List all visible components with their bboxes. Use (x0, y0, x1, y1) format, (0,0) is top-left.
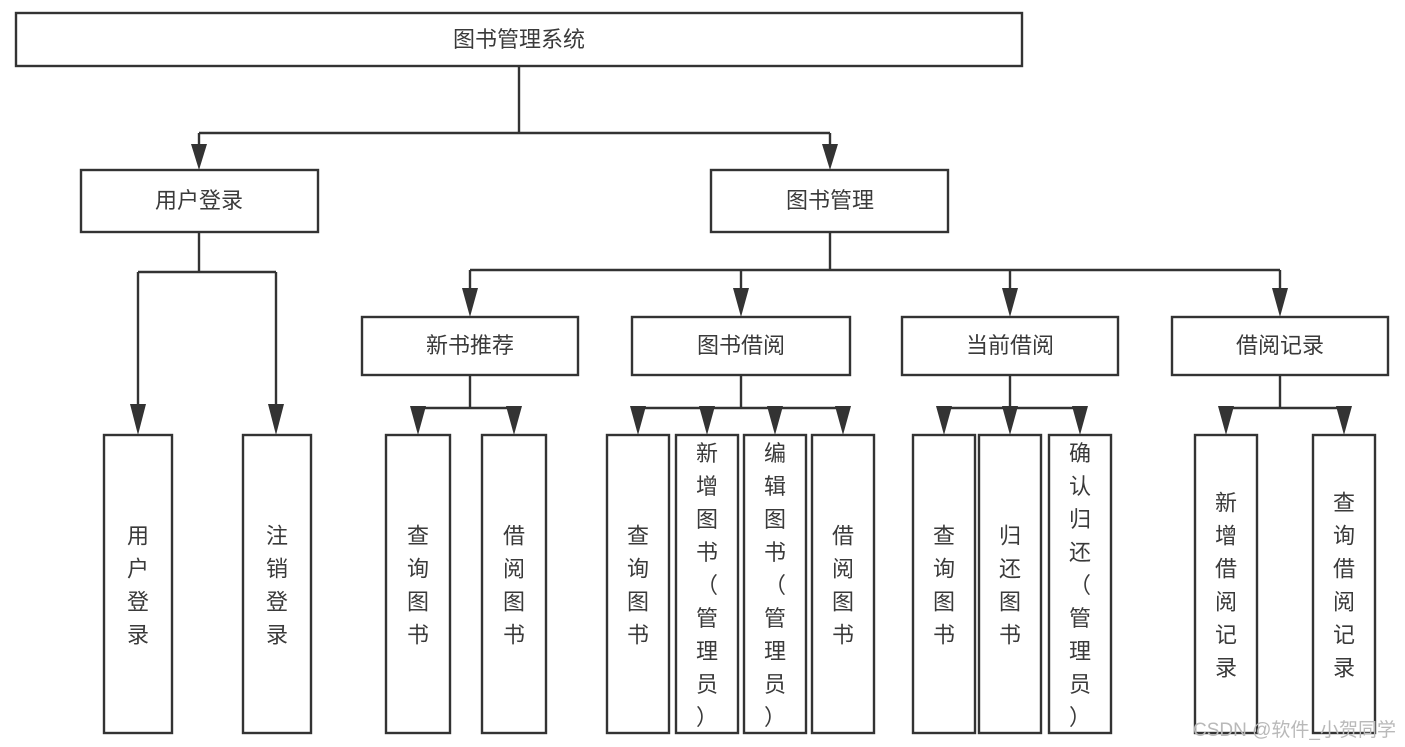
node-leaf-add-record-box[interactable] (1193, 433, 1259, 735)
node-leaf-return-book-label: 归还图书 (999, 524, 1021, 648)
node-leaf-query-record-label: 查询借阅记录 (1333, 491, 1355, 681)
arrow-head-user-login (191, 144, 207, 170)
node-current-borrow-box[interactable] (900, 315, 1120, 377)
node-leaf-user-login-box[interactable] (102, 433, 174, 735)
node-root-label: 图书管理系统 (453, 27, 585, 52)
arrow-head-leaf-query-book-2 (630, 406, 646, 435)
node-leaf-query-book-2-box[interactable] (605, 433, 671, 735)
node-user-login-label: 用户登录 (155, 188, 243, 213)
node-leaf-return-book-box[interactable] (977, 433, 1043, 735)
node-leaf-add-book[interactable]: 新增图书（管理员） (674, 433, 740, 735)
node-leaf-query-record-box[interactable] (1311, 433, 1377, 735)
node-leaf-logout-label: 注销登录 (266, 524, 288, 648)
node-user-login-box[interactable] (79, 168, 320, 234)
node-leaf-logout[interactable]: 注销登录 (241, 433, 313, 735)
arrow-head-leaf-borrow-book-1 (506, 406, 522, 435)
node-borrow-record-box[interactable] (1170, 315, 1390, 377)
arrow-head-leaf-edit-book (767, 406, 783, 435)
node-leaf-borrow-book-1[interactable]: 借阅图书 (480, 433, 548, 735)
node-new-book-recommend[interactable]: 新书推荐 (360, 315, 580, 377)
node-current-borrow[interactable]: 当前借阅 (900, 315, 1120, 377)
node-leaf-borrow-book-2-box[interactable] (810, 433, 876, 735)
node-user-login[interactable]: 用户登录 (79, 168, 320, 234)
node-leaf-query-book-2[interactable]: 查询图书 (605, 433, 671, 735)
arrow-head-leaf-confirm-return (1072, 406, 1088, 435)
arrow-head-leaf-add-record (1218, 406, 1234, 435)
arrow-head-leaf-query-book-3 (936, 406, 952, 435)
arrow-head-current-borrow (1002, 288, 1018, 317)
arrow-head-borrow-record (1272, 288, 1288, 317)
node-book-borrow[interactable]: 图书借阅 (630, 315, 852, 377)
node-borrow-record-label: 借阅记录 (1236, 333, 1324, 358)
node-leaf-user-login[interactable]: 用户登录 (102, 433, 174, 735)
node-borrow-record[interactable]: 借阅记录 (1170, 315, 1390, 377)
arrow-head-leaf-return-book (1002, 406, 1018, 435)
node-leaf-query-book-1-box[interactable] (384, 433, 452, 735)
arrow-head-book-manage (822, 144, 838, 170)
node-book-borrow-box[interactable] (630, 315, 852, 377)
node-leaf-return-book[interactable]: 归还图书 (977, 433, 1043, 735)
node-leaf-user-login-label: 用户登录 (127, 524, 149, 648)
node-leaf-confirm-return-label: 确认归还（管理员） (1069, 441, 1091, 730)
node-root-box[interactable] (14, 11, 1024, 68)
arrow-head-leaf-query-book-1 (410, 406, 426, 435)
node-leaf-query-book-3[interactable]: 查询图书 (911, 433, 977, 735)
arrow-head-leaf-add-book (699, 406, 715, 435)
node-leaf-add-record-label: 新增借阅记录 (1215, 491, 1237, 681)
node-book-manage-box[interactable] (709, 168, 950, 234)
node-leaf-edit-book-box[interactable] (742, 433, 808, 735)
node-leaf-edit-book-label: 编辑图书（管理员） (764, 441, 786, 730)
node-leaf-edit-book[interactable]: 编辑图书（管理员） (742, 433, 808, 735)
node-leaf-query-book-1-label: 查询图书 (407, 524, 429, 648)
node-new-book-recommend-box[interactable] (360, 315, 580, 377)
node-book-borrow-label: 图书借阅 (697, 333, 785, 358)
node-leaf-borrow-book-2[interactable]: 借阅图书 (810, 433, 876, 735)
node-current-borrow-label: 当前借阅 (966, 333, 1054, 358)
node-leaf-confirm-return[interactable]: 确认归还（管理员） (1047, 433, 1113, 735)
node-leaf-borrow-book-2-label: 借阅图书 (832, 524, 854, 648)
arrow-head-leaf-query-record (1336, 406, 1352, 435)
node-leaf-borrow-book-1-label: 借阅图书 (503, 524, 525, 648)
arrow-head-new-book-recommend (462, 288, 478, 317)
node-book-manage[interactable]: 图书管理 (709, 168, 950, 234)
connector-layer (130, 66, 1352, 435)
node-leaf-query-book-3-label: 查询图书 (933, 524, 955, 648)
node-leaf-logout-box[interactable] (241, 433, 313, 735)
arrow-head-book-borrow (733, 288, 749, 317)
node-leaf-confirm-return-box[interactable] (1047, 433, 1113, 735)
node-book-manage-label: 图书管理 (786, 188, 874, 213)
node-leaf-query-book-1[interactable]: 查询图书 (384, 433, 452, 735)
arrow-head-leaf-user-login (130, 404, 146, 435)
node-leaf-add-book-box[interactable] (674, 433, 740, 735)
node-leaf-borrow-book-1-box[interactable] (480, 433, 548, 735)
node-leaf-query-book-3-box[interactable] (911, 433, 977, 735)
watermark-label: CSDN @软件_小贺同学 (1193, 719, 1396, 741)
node-leaf-add-record[interactable]: 新增借阅记录 (1193, 433, 1259, 735)
node-new-book-recommend-label: 新书推荐 (426, 333, 514, 358)
node-leaf-query-record[interactable]: 查询借阅记录 (1311, 433, 1377, 735)
node-root[interactable]: 图书管理系统 (14, 11, 1024, 68)
node-leaf-add-book-label: 新增图书（管理员） (696, 441, 718, 730)
arrow-head-leaf-borrow-book-2 (835, 406, 851, 435)
arrow-head-leaf-logout (268, 404, 284, 435)
node-leaf-query-book-2-label: 查询图书 (627, 524, 649, 648)
